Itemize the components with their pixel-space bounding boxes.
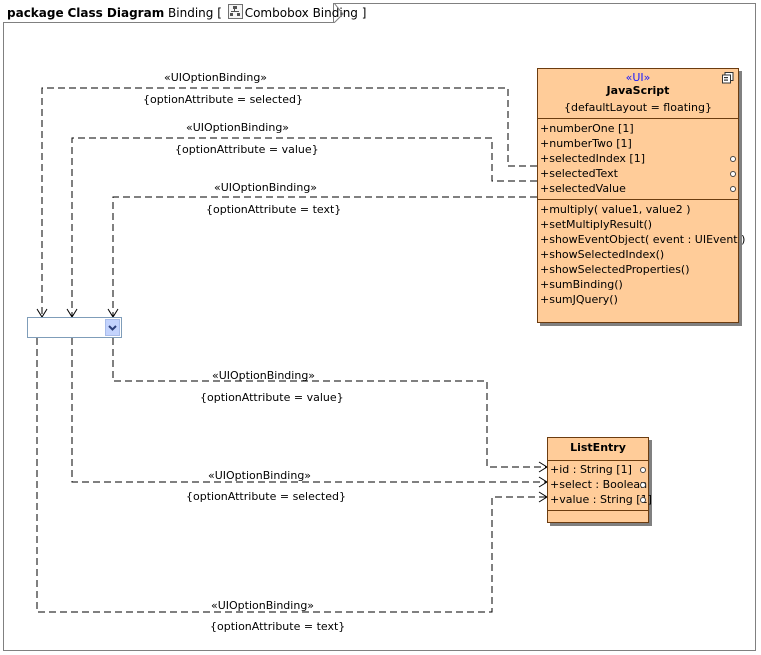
attribute-row[interactable]: +numberTwo [1] bbox=[540, 137, 632, 150]
frame-title-tab: package Class Diagram Binding [ Combobox… bbox=[3, 3, 366, 23]
binding-constraint: {optionAttribute = selected} bbox=[186, 490, 346, 503]
class-header: «UI» JavaScript {defaultLayout = floatin… bbox=[538, 69, 738, 119]
class-listentry[interactable]: ListEntry +id : String [1] +select : Boo… bbox=[547, 437, 652, 523]
operation-row[interactable]: +sumBinding() bbox=[540, 278, 623, 291]
port-icon bbox=[730, 171, 736, 177]
class-stereotype: «UI» bbox=[625, 71, 651, 84]
operation-row[interactable]: +sumJQuery() bbox=[540, 293, 618, 306]
attribute-row[interactable]: +numberOne [1] bbox=[540, 122, 634, 135]
binding-constraint: {optionAttribute = selected} bbox=[143, 93, 303, 106]
binding-line-text-top bbox=[112, 196, 537, 317]
attribute-compartment: +numberOne [1] +numberTwo [1] +selectedI… bbox=[538, 119, 738, 200]
frame-kind: package bbox=[7, 6, 64, 20]
operation-row[interactable]: +showSelectedProperties() bbox=[540, 263, 690, 276]
binding-line-selected-top bbox=[41, 87, 537, 317]
binding-stereotype: «UIOptionBinding» bbox=[208, 469, 312, 482]
package-frame bbox=[3, 3, 756, 651]
frame-tab-corner bbox=[334, 3, 344, 23]
binding-stereotype: «UIOptionBinding» bbox=[164, 71, 268, 84]
port-icon bbox=[640, 467, 646, 473]
binding-constraint: {optionAttribute = text} bbox=[210, 620, 346, 633]
port-icon bbox=[640, 482, 646, 488]
operation-row[interactable]: +showSelectedIndex() bbox=[540, 248, 665, 261]
class-name: JavaScript bbox=[606, 84, 670, 97]
binding-stereotype: «UIOptionBinding» bbox=[186, 121, 290, 134]
attribute-row[interactable]: +selectedValue bbox=[538, 181, 738, 196]
attribute-row[interactable]: +value : String [1] bbox=[550, 493, 652, 506]
combobox-widget[interactable] bbox=[27, 317, 122, 338]
attribute-row[interactable]: +selectedIndex [1] bbox=[538, 151, 738, 166]
binding-stereotype: «UIOptionBinding» bbox=[211, 599, 315, 612]
class-javascript[interactable]: «UI» JavaScript {defaultLayout = floatin… bbox=[537, 68, 746, 323]
class-name: ListEntry bbox=[570, 441, 626, 454]
operation-row[interactable]: +showEventObject( event : UIEvent ) bbox=[540, 233, 746, 246]
attribute-compartment: +id : String [1] +select : Boolean +valu… bbox=[548, 461, 652, 511]
attribute-row[interactable]: +selectedText bbox=[538, 166, 738, 181]
operation-row[interactable]: +setMultiplyResult() bbox=[540, 218, 653, 231]
operation-row[interactable]: +multiply( value1, value2 ) bbox=[540, 203, 691, 216]
class-diagram-icon bbox=[227, 4, 243, 19]
attribute-row[interactable]: +id : String [1] bbox=[548, 462, 648, 477]
binding-constraint: {optionAttribute = value} bbox=[200, 391, 344, 404]
frame-name: Binding bbox=[168, 6, 214, 20]
operation-compartment bbox=[548, 511, 648, 519]
binding-stereotype: «UIOptionBinding» bbox=[212, 369, 316, 382]
binding-line-value-bottom bbox=[112, 338, 547, 468]
class-properties: {defaultLayout = floating} bbox=[563, 101, 713, 114]
binding-line-text-bottom bbox=[36, 338, 547, 613]
binding-line-value-top bbox=[71, 137, 537, 317]
operation-compartment: +multiply( value1, value2 ) +setMultiply… bbox=[538, 200, 746, 310]
port-icon bbox=[730, 186, 736, 192]
port-icon bbox=[730, 156, 736, 162]
binding-line-selected-bottom bbox=[71, 338, 547, 483]
attribute-row[interactable]: +select : Boolean bbox=[550, 478, 648, 491]
binding-constraint: {optionAttribute = text} bbox=[206, 203, 342, 216]
frame-context: Combobox Binding bbox=[244, 6, 358, 20]
port-icon bbox=[640, 497, 646, 503]
class-header: ListEntry bbox=[548, 438, 648, 461]
component-icon bbox=[722, 72, 734, 84]
binding-stereotype: «UIOptionBinding» bbox=[214, 181, 318, 194]
frame-diagram-type: Class Diagram bbox=[67, 6, 165, 20]
chevron-down-icon[interactable] bbox=[105, 319, 120, 336]
binding-constraint: {optionAttribute = value} bbox=[175, 143, 319, 156]
